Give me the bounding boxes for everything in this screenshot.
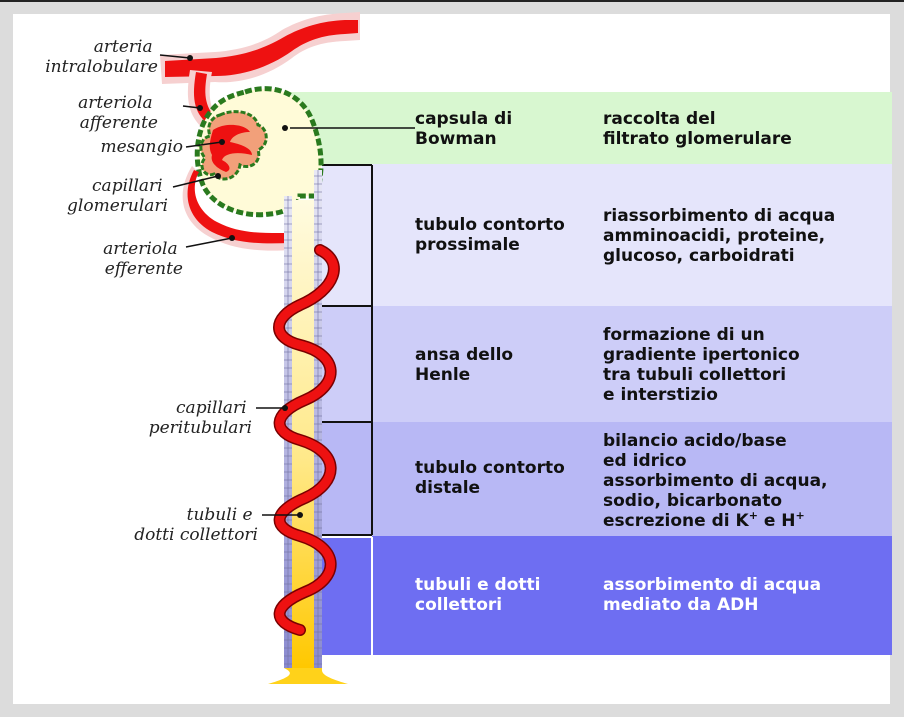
segment-function-line: amminoacidi, proteine, <box>603 226 825 246</box>
label-line: dotti collettori <box>134 525 258 545</box>
segment-name-line: capsula di <box>415 109 512 129</box>
segment-function-distale-escrezione: escrezione di K+ e H+ <box>603 509 805 531</box>
callout-dots <box>187 55 303 518</box>
segment-name-henle: ansa dello Henle <box>415 345 519 385</box>
label-line: capillari <box>92 176 163 196</box>
escrezione-prefix: escrezione di K <box>603 511 750 531</box>
label-tubuli-dotti: tubuli e dotti collettori <box>134 505 258 545</box>
label-line: capillari <box>176 398 247 418</box>
segment-function-line: mediato da ADH <box>603 595 759 615</box>
segment-function-line: filtrato glomerulare <box>603 129 792 149</box>
segment-function-line: tra tubuli collettori <box>603 365 786 385</box>
label-line: mesangio <box>100 137 183 157</box>
label-arteriola-efferente: arteriola efferente <box>103 239 183 279</box>
arteriola-efferente <box>182 166 290 251</box>
callout-lines <box>159 54 415 516</box>
band-collettori <box>322 536 892 655</box>
collettori-bracket <box>322 536 373 655</box>
capillari-peritubulari-lumen <box>274 245 339 635</box>
label-arteria-intralobulare: arteria intralobulare <box>45 37 158 77</box>
band-distale <box>322 422 892 536</box>
segment-name-line: tubulo contorto <box>415 458 565 478</box>
segment-function-line: glucoso, carboidrati <box>603 246 795 266</box>
segment-function-line: e interstizio <box>603 385 718 405</box>
segment-function-line: formazione di un <box>603 325 765 345</box>
segment-name-distale: tubulo contorto distale <box>415 458 571 498</box>
label-line: glomerulari <box>67 196 168 216</box>
escrezione-sup-h: + <box>796 509 805 522</box>
segment-name-line: tubulo contorto <box>415 215 565 235</box>
segment-function-line: bilancio acido/base <box>603 431 787 451</box>
label-line: arteriola <box>103 239 178 259</box>
segment-name-capsula: capsula di Bowman <box>415 109 518 149</box>
glomerulus <box>199 110 268 181</box>
segment-function-line: assorbimento di acqua <box>603 575 821 595</box>
label-line: arteriola <box>78 93 153 113</box>
segment-name-line: tubuli e dotti <box>415 575 540 595</box>
segment-brackets <box>322 164 373 536</box>
label-mesangio: mesangio <box>100 137 183 157</box>
segment-function-line: assorbimento di acqua, <box>603 471 828 491</box>
label-capillari-peritubulari: capillari peritubulari <box>149 398 252 438</box>
segment-name-line: collettori <box>415 595 502 615</box>
label-capillari-glomerulari: capillari glomerulari <box>67 176 168 216</box>
escrezione-middle: e H <box>758 511 796 531</box>
segment-name-prossimale: tubulo contorto prossimale <box>415 215 571 255</box>
segment-name-collettori: tubuli e dotti collettori <box>415 575 546 615</box>
arteria-intralobulare <box>160 12 360 84</box>
label-line: peritubulari <box>149 418 252 438</box>
segment-name-line: Henle <box>415 365 470 385</box>
segment-function-line: riassorbimento di acqua <box>603 206 835 226</box>
segment-name-line: prossimale <box>415 235 520 255</box>
segment-name-line: distale <box>415 478 480 498</box>
segment-function-line: gradiente ipertonico <box>603 345 800 365</box>
segment-function-distale: bilancio acido/base ed idrico assorbimen… <box>603 431 833 511</box>
segment-function-line: raccolta del <box>603 109 716 129</box>
segment-function-henle: formazione di un gradiente ipertonico tr… <box>603 325 806 405</box>
label-line: arteria <box>94 37 153 57</box>
band-prossimale <box>322 164 892 306</box>
segment-function-line: ed idrico <box>603 451 687 471</box>
band-henle <box>322 306 892 422</box>
label-line: afferente <box>80 113 158 133</box>
segment-name-line: Bowman <box>415 129 497 149</box>
label-line: efferente <box>105 259 183 279</box>
label-line: intralobulare <box>45 57 158 77</box>
segment-function-capsula: raccolta del filtrato glomerulare <box>603 109 792 149</box>
segment-function-collettori: assorbimento di acqua mediato da ADH <box>603 575 827 615</box>
segment-function-prossimale: riassorbimento di acqua amminoacidi, pro… <box>603 206 841 266</box>
segment-function-line: sodio, bicarbonato <box>603 491 782 511</box>
label-line: tubuli e <box>187 505 253 525</box>
label-arteriola-afferente: arteriola afferente <box>78 93 158 133</box>
segment-name-line: ansa dello <box>415 345 513 365</box>
escrezione-sup-k: + <box>749 509 758 522</box>
